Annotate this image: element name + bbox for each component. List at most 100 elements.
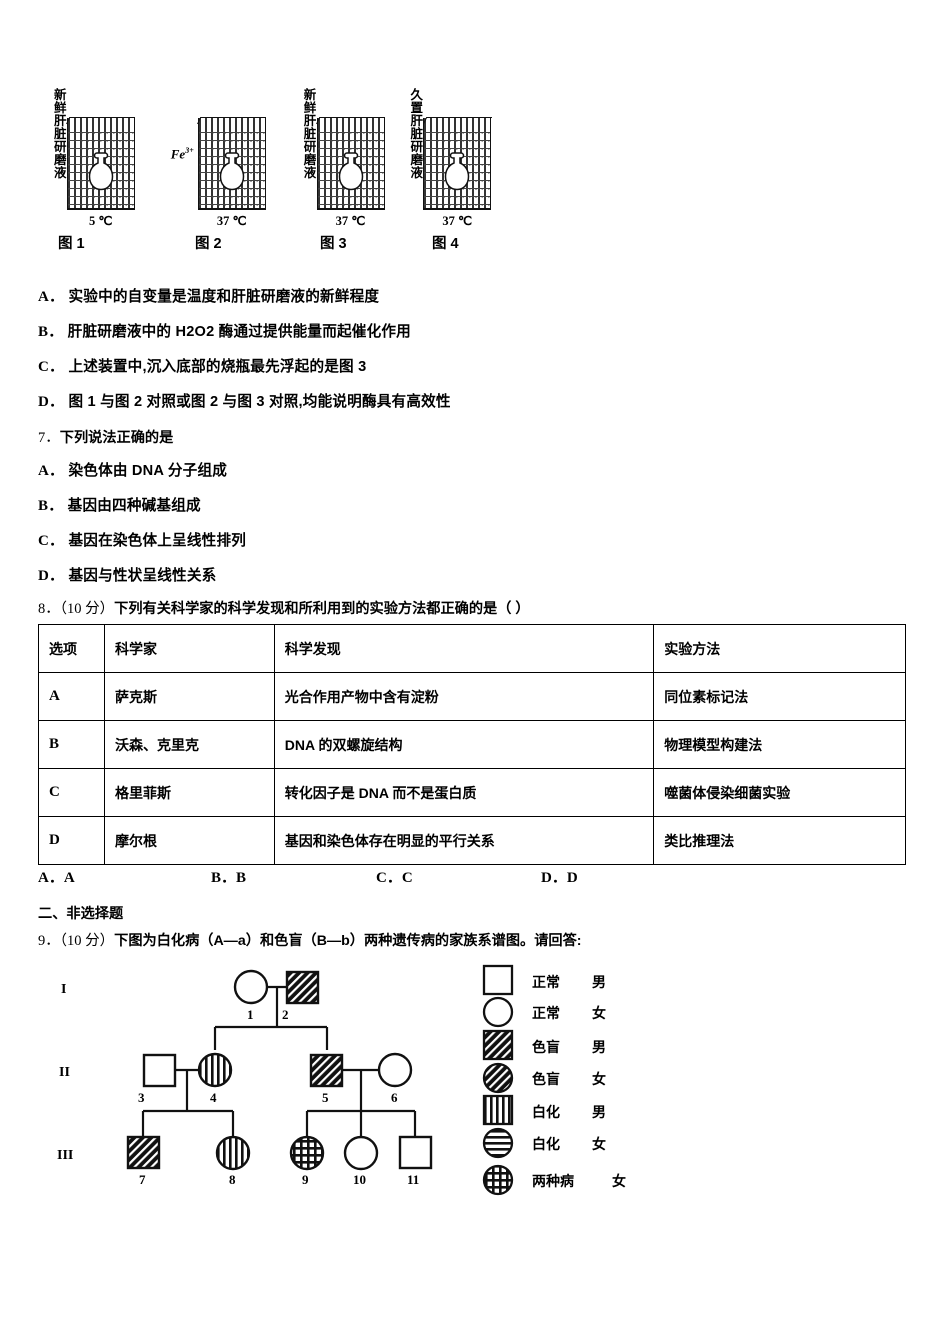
q8-answer-a: A．A <box>38 870 75 886</box>
q7-option-d: D． 基因与性状呈线性关系 <box>38 564 216 585</box>
svg-text:5: 5 <box>322 1090 329 1105</box>
q8-number: 8． <box>38 601 60 617</box>
legend-symbol-both-female <box>482 1164 514 1196</box>
svg-text:11: 11 <box>407 1172 419 1187</box>
q6-option-b: B． 肝脏研磨液中的 H2O2 酶通过提供能量而起催化作用 <box>38 320 411 341</box>
svg-text:10: 10 <box>353 1172 366 1187</box>
individual-6: 6 <box>377 1052 413 1105</box>
flask-icon <box>219 152 245 191</box>
beaker-4-temp: 37 ℃ <box>442 214 473 228</box>
individual-8: 8 <box>215 1135 251 1187</box>
q7-option-c-letter: C． <box>38 533 65 549</box>
table-row: A 萨克斯 光合作用产物中含有淀粉 同位素标记法 <box>38 672 906 721</box>
row-d-option: D <box>38 816 105 865</box>
legend-sex-0: 男 <box>592 974 606 990</box>
legend-symbol-normal-female <box>482 996 514 1028</box>
q8-stem-text: 下列有关科学家的科学发现和所利用到的实验方法都正确的是（ ） <box>114 601 530 617</box>
table-header-row: 选项 科学家 科学发现 实验方法 <box>38 624 906 673</box>
header-method: 实验方法 <box>653 624 906 673</box>
beaker-4-rim <box>435 117 492 118</box>
beaker-1-label: 新鲜肝脏研磨液 <box>51 88 66 179</box>
legend-label-4: 白化 <box>532 1104 560 1120</box>
pedigree-svg: I II III 1 2 3 4 <box>57 969 433 1187</box>
legend-label-2: 色盲 <box>532 1039 560 1055</box>
q7-stem: 7．下列说法正确的是 <box>38 426 173 447</box>
pedigree-legend: 正常 男 正常 女 色盲 男 色盲 女 白化 男 白化 女 两种病 <box>478 962 658 1204</box>
row-c-scientist: 格里菲斯 <box>103 768 275 817</box>
generation-label-1: I <box>61 982 66 997</box>
individual-9: 9 <box>289 1135 325 1187</box>
beaker-1-temp: 5 ℃ <box>89 214 113 228</box>
q8-stem: 8．（10 分）下列有关科学家的科学发现和所利用到的实验方法都正确的是（ ） <box>38 597 530 618</box>
q9-number: 9． <box>38 933 60 949</box>
beaker-3-temp: 37 ℃ <box>335 214 366 228</box>
beaker-unit-2: Fe3+ 37 ℃ <box>170 117 267 228</box>
pedigree-chart: I II III 1 2 3 4 <box>55 965 675 1205</box>
caption-fig-4: 图 4 <box>432 236 459 252</box>
q8-answer-choices: A．A B．B C．C D．D <box>38 866 678 888</box>
q8-answer-c: C．C <box>376 870 413 886</box>
header-option: 选项 <box>38 624 105 673</box>
generation-label-2: II <box>59 1065 70 1080</box>
generation-label-3: III <box>57 1148 73 1163</box>
legend-sex-3: 女 <box>592 1071 606 1087</box>
flask-icon <box>88 152 114 191</box>
row-b-option: B <box>38 720 105 769</box>
individual-10: 10 <box>343 1135 379 1187</box>
q8-score: （10 分） <box>59 601 115 617</box>
q6-option-c-letter: C． <box>38 359 65 375</box>
q6-option-a: A． 实验中的自变量是温度和肝脏研磨液的新鲜程度 <box>38 285 379 306</box>
individual-2: 2 <box>282 970 320 1022</box>
caption-fig-3: 图 3 <box>320 236 347 252</box>
legend-svg: 正常 男 正常 女 色盲 男 色盲 女 白化 男 白化 女 两种病 <box>482 964 626 1196</box>
q7-stem-text: 下列说法正确的是 <box>59 430 174 446</box>
q6-option-d-letter: D． <box>38 394 65 410</box>
header-scientist: 科学家 <box>103 624 275 673</box>
individual-1: 1 <box>233 969 269 1022</box>
caption-fig-2: 图 2 <box>195 236 222 252</box>
legend-symbol-albino-male <box>482 1094 514 1126</box>
beaker-4-label: 久置肝脏研磨液 <box>408 88 423 179</box>
svg-text:3: 3 <box>138 1090 145 1105</box>
flask-icon <box>445 152 470 191</box>
beaker-2-spout <box>197 117 214 124</box>
legend-symbol-normal-male <box>482 964 514 996</box>
beaker-2-temp: 37 ℃ <box>216 214 247 228</box>
caption-fig-1: 图 1 <box>58 236 85 252</box>
beaker-unit-1: 新鲜肝脏研磨液 5 ℃ <box>51 88 136 228</box>
pedigree-connector-lines <box>141 985 417 1137</box>
beaker-set: 新鲜肝脏研磨液 5 ℃ Fe3+ <box>51 88 502 228</box>
legend-sex-6: 女 <box>612 1173 626 1189</box>
row-a-method: 同位素标记法 <box>653 672 906 721</box>
q6-option-c: C． 上述装置中,沉入底部的烧瓶最先浮起的是图 3 <box>38 355 366 376</box>
q9-stem: 9．（10 分）下图为白化病（A—a）和色盲（B—b）两种遗传病的家族系谱图。请… <box>38 929 582 950</box>
legend-symbol-colorblind-female <box>482 1062 514 1094</box>
legend-label-6: 两种病 <box>532 1173 574 1189</box>
legend-sex-4: 男 <box>592 1104 606 1120</box>
q8-answer-d: D．D <box>541 870 578 886</box>
q6-option-a-text: 实验中的自变量是温度和肝脏研磨液的新鲜程度 <box>68 289 380 305</box>
row-a-option: A <box>38 672 105 721</box>
q6-option-d: D． 图 1 与图 2 对照或图 2 与图 3 对照,均能说明酶具有高效性 <box>38 390 451 411</box>
beaker-4: 37 ℃ <box>422 117 492 228</box>
legend-sex-1: 女 <box>592 1005 606 1021</box>
q7-option-d-text: 基因与性状呈线性关系 <box>68 568 217 584</box>
row-c-finding: 转化因子是 DNA 而不是蛋白质 <box>273 768 655 817</box>
svg-text:6: 6 <box>391 1090 398 1105</box>
legend-symbol-colorblind-male <box>482 1029 514 1061</box>
beaker-3-label: 新鲜肝脏研磨液 <box>301 88 316 179</box>
q8-answer-b: B．B <box>211 870 247 886</box>
beaker-unit-3: 新鲜肝脏研磨液 37 ℃ <box>301 88 386 228</box>
row-a-scientist: 萨克斯 <box>103 672 275 721</box>
q7-option-b-letter: B． <box>38 498 64 514</box>
beaker-2-ion-label: Fe3+ <box>170 145 194 161</box>
flask-icon <box>338 152 363 191</box>
table-row: B 沃森、克里克 DNA 的双螺旋结构 物理模型构建法 <box>38 720 906 769</box>
table-row: D 摩尔根 基因和染色体存在明显的平行关系 类比推理法 <box>38 816 906 865</box>
q6-option-a-letter: A． <box>38 289 65 305</box>
beaker-4-spout <box>422 117 440 124</box>
enzyme-experiment-figure: 新鲜肝脏研磨液 5 ℃ Fe3+ <box>52 88 502 258</box>
row-d-scientist: 摩尔根 <box>103 816 275 865</box>
beaker-4-glass <box>422 117 492 210</box>
svg-text:2: 2 <box>282 1007 289 1022</box>
